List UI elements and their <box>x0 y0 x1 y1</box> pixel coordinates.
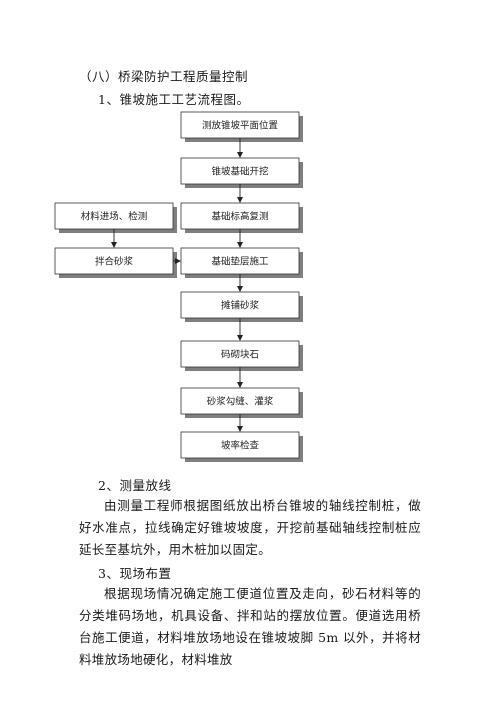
flow-side-step-2: 拌合砂浆 <box>54 247 177 278</box>
flow-step-label: 测放锥坡平面位置 <box>202 120 278 132</box>
flow-step-8: 坡率检查 <box>180 431 303 462</box>
flow-step-7: 砂浆勾缝、灌浆 <box>180 387 303 418</box>
flow-step-label: 坡率检查 <box>221 440 260 452</box>
flow-arrow <box>173 258 181 264</box>
flow-step-label: 基础标高复测 <box>211 211 268 223</box>
site-layout-heading: 3、现场布置 <box>98 566 172 581</box>
flowchart: 测放锥坡平面位置锥坡基础开挖基础标高复测基础垫层施工摊铺砂浆码砌块石砂浆勾缝、灌… <box>54 111 303 462</box>
flow-step-label: 锥坡基础开挖 <box>211 166 269 178</box>
flow-arrow <box>237 367 243 388</box>
section-title: （八）桥梁防护工程质量控制 <box>79 69 249 84</box>
flow-step-label: 基础垫层施工 <box>211 256 269 268</box>
flow-step-label: 拌合砂浆 <box>95 256 134 268</box>
flow-step-3: 基础标高复测 <box>180 202 303 233</box>
flow-step-label: 码砌块石 <box>221 349 259 361</box>
flow-step-2: 锥坡基础开挖 <box>180 157 303 188</box>
flowchart-heading: 1、锥坡施工工艺流程图。 <box>98 92 250 107</box>
flow-step-4: 基础垫层施工 <box>180 247 303 278</box>
flow-arrow <box>237 414 243 432</box>
survey-paragraph: 由测量工程师根据图纸放出桥台锥坡的轴线控制桩，做好水准点，拉线确定好锥坡坡度，开… <box>79 498 421 557</box>
flow-step-label: 摊铺砂浆 <box>221 300 260 312</box>
flow-arrow <box>237 184 243 203</box>
site-layout-paragraph: 根据现场情况确定施工便道位置及走向，砂石材料等的分类堆码场地，机具设备、拌和站的… <box>79 586 421 667</box>
flow-arrow <box>237 274 243 292</box>
flow-arrow <box>111 229 117 248</box>
survey-heading: 2、测量放线 <box>98 478 172 493</box>
flow-arrow <box>237 138 243 158</box>
flow-arrow <box>237 229 243 248</box>
flow-arrow <box>237 318 243 341</box>
flow-step-1: 测放锥坡平面位置 <box>180 111 303 142</box>
flow-step-label: 砂浆勾缝、灌浆 <box>207 396 274 408</box>
flow-step-label: 材料进场、检测 <box>81 211 148 223</box>
flow-step-6: 码砌块石 <box>180 340 303 371</box>
flow-step-5: 摊铺砂浆 <box>180 291 303 322</box>
flow-side-step-1: 材料进场、检测 <box>54 202 177 233</box>
